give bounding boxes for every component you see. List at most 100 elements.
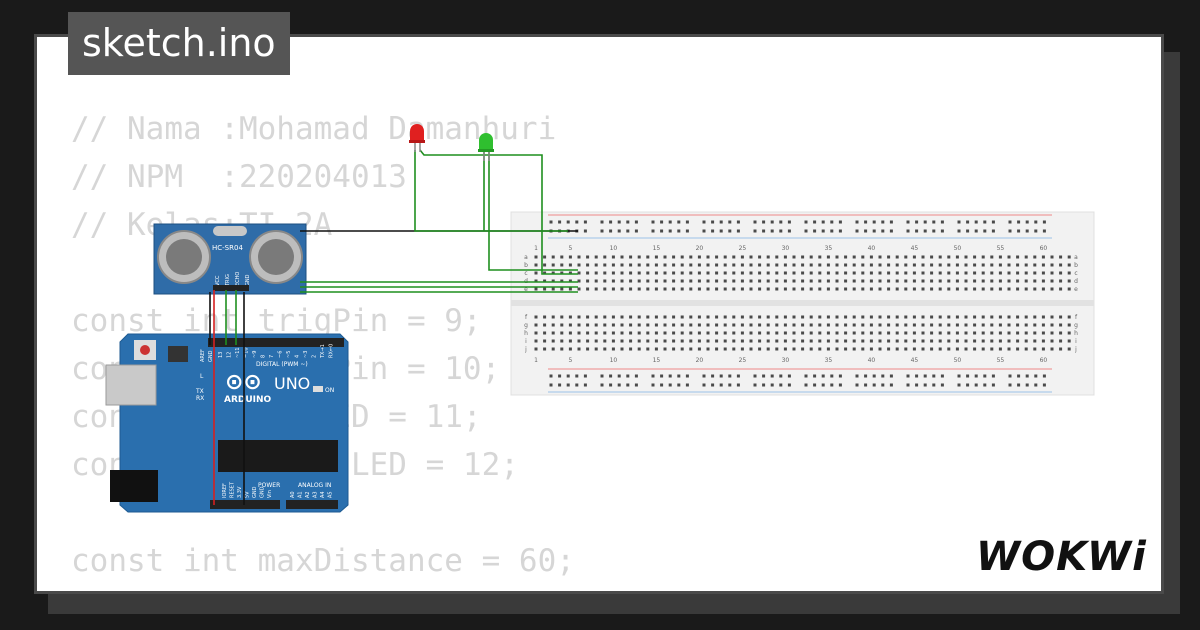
breadboard-hole[interactable] — [881, 383, 885, 387]
breadboard-hole[interactable] — [672, 271, 676, 275]
breadboard-hole[interactable] — [534, 315, 538, 319]
breadboard-hole[interactable] — [964, 339, 968, 343]
breadboard-hole[interactable] — [543, 279, 547, 283]
breadboard-hole[interactable] — [600, 383, 604, 387]
breadboard-hole[interactable] — [594, 339, 598, 343]
breadboard-hole[interactable] — [974, 229, 978, 233]
breadboard-hole[interactable] — [654, 255, 658, 259]
breadboard-hole[interactable] — [830, 229, 834, 233]
breadboard-hole[interactable] — [878, 323, 882, 327]
breadboard-hole[interactable] — [852, 347, 856, 351]
breadboard-hole[interactable] — [957, 220, 961, 224]
breadboard-hole[interactable] — [921, 279, 925, 283]
breadboard-hole[interactable] — [904, 323, 908, 327]
breadboard-hole[interactable] — [680, 347, 684, 351]
breadboard-hole[interactable] — [881, 220, 885, 224]
breadboard-hole[interactable] — [915, 383, 919, 387]
breadboard-hole[interactable] — [964, 271, 968, 275]
breadboard-hole[interactable] — [1059, 323, 1063, 327]
breadboard-hole[interactable] — [930, 287, 934, 291]
breadboard-hole[interactable] — [766, 263, 770, 267]
breadboard-hole[interactable] — [957, 374, 961, 378]
breadboard-hole[interactable] — [549, 383, 553, 387]
breadboard-hole[interactable] — [966, 220, 970, 224]
breadboard-hole[interactable] — [594, 323, 598, 327]
breadboard-hole[interactable] — [887, 315, 891, 319]
breadboard-hole[interactable] — [912, 287, 916, 291]
breadboard-hole[interactable] — [702, 374, 706, 378]
breadboard-hole[interactable] — [904, 339, 908, 343]
breadboard-hole[interactable] — [660, 229, 664, 233]
breadboard-hole[interactable] — [749, 339, 753, 343]
breadboard-hole[interactable] — [600, 220, 604, 224]
breadboard-hole[interactable] — [680, 323, 684, 327]
breadboard-hole[interactable] — [732, 255, 736, 259]
breadboard-hole[interactable] — [930, 347, 934, 351]
breadboard-hole[interactable] — [921, 255, 925, 259]
breadboard-hole[interactable] — [680, 315, 684, 319]
breadboard-hole[interactable] — [921, 263, 925, 267]
breadboard-hole[interactable] — [1067, 287, 1071, 291]
breadboard-hole[interactable] — [887, 287, 891, 291]
breadboard-hole[interactable] — [568, 323, 572, 327]
breadboard-hole[interactable] — [809, 315, 813, 319]
breadboard-hole[interactable] — [998, 331, 1002, 335]
breadboard-hole[interactable] — [646, 347, 650, 351]
breadboard-hole[interactable] — [826, 255, 830, 259]
breadboard-hole[interactable] — [677, 229, 681, 233]
breadboard-hole[interactable] — [543, 339, 547, 343]
breadboard-hole[interactable] — [732, 279, 736, 283]
breadboard-hole[interactable] — [818, 315, 822, 319]
breadboard-hole[interactable] — [1024, 323, 1028, 327]
breadboard-hole[interactable] — [787, 229, 791, 233]
breadboard-hole[interactable] — [1025, 220, 1029, 224]
breadboard-hole[interactable] — [990, 287, 994, 291]
breadboard-hole[interactable] — [990, 271, 994, 275]
breadboard-hole[interactable] — [1016, 263, 1020, 267]
breadboard-hole[interactable] — [1008, 220, 1012, 224]
breadboard-hole[interactable] — [1067, 339, 1071, 343]
breadboard-hole[interactable] — [895, 347, 899, 351]
breadboard-hole[interactable] — [715, 347, 719, 351]
breadboard-hole[interactable] — [1007, 347, 1011, 351]
breadboard-hole[interactable] — [1024, 315, 1028, 319]
breadboard-hole[interactable] — [689, 279, 693, 283]
breadboard-hole[interactable] — [577, 315, 581, 319]
breadboard-hole[interactable] — [983, 383, 987, 387]
breadboard-hole[interactable] — [560, 287, 564, 291]
breadboard-hole[interactable] — [966, 374, 970, 378]
breadboard-hole[interactable] — [1007, 263, 1011, 267]
breadboard-hole[interactable] — [938, 339, 942, 343]
breadboard-hole[interactable] — [801, 323, 805, 327]
breadboard-hole[interactable] — [740, 323, 744, 327]
breadboard-hole[interactable] — [1024, 279, 1028, 283]
breadboard-hole[interactable] — [1034, 374, 1038, 378]
breadboard-hole[interactable] — [583, 229, 587, 233]
breadboard-hole[interactable] — [770, 383, 774, 387]
breadboard-hole[interactable] — [1067, 331, 1071, 335]
breadboard-hole[interactable] — [813, 229, 817, 233]
breadboard-hole[interactable] — [792, 255, 796, 259]
breadboard-hole[interactable] — [826, 279, 830, 283]
breadboard-hole[interactable] — [689, 255, 693, 259]
breadboard-hole[interactable] — [577, 271, 581, 275]
breadboard-hole[interactable] — [804, 374, 808, 378]
breadboard-hole[interactable] — [594, 331, 598, 335]
breadboard-hole[interactable] — [947, 271, 951, 275]
breadboard-hole[interactable] — [1033, 271, 1037, 275]
breadboard-hole[interactable] — [1067, 255, 1071, 259]
breadboard-hole[interactable] — [697, 339, 701, 343]
breadboard-hole[interactable] — [654, 315, 658, 319]
breadboard-hole[interactable] — [809, 347, 813, 351]
breadboard-hole[interactable] — [1041, 263, 1045, 267]
breadboard-hole[interactable] — [921, 323, 925, 327]
breadboard-hole[interactable] — [887, 279, 891, 283]
breadboard-hole[interactable] — [830, 220, 834, 224]
breadboard-hole[interactable] — [835, 323, 839, 327]
breadboard-hole[interactable] — [818, 271, 822, 275]
breadboard-hole[interactable] — [955, 255, 959, 259]
breadboard-hole[interactable] — [869, 287, 873, 291]
breadboard-hole[interactable] — [852, 287, 856, 291]
breadboard-hole[interactable] — [826, 331, 830, 335]
breadboard-hole[interactable] — [869, 263, 873, 267]
